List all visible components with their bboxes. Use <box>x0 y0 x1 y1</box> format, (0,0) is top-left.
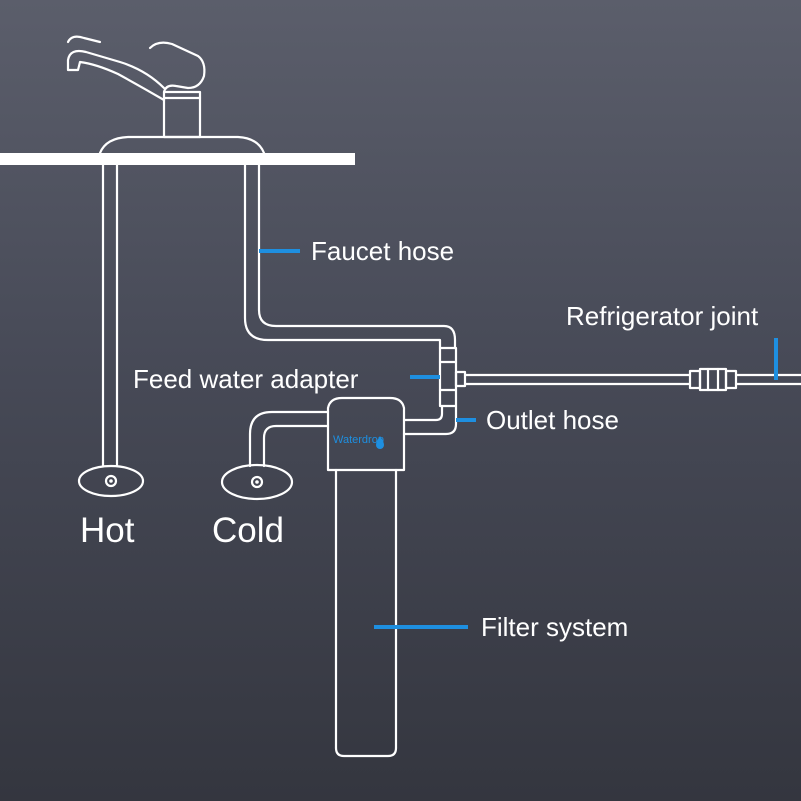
cold-valve-icon <box>220 463 294 501</box>
water-drop-icon <box>376 436 384 449</box>
hot-label: Hot <box>80 511 135 550</box>
faucet-icon <box>66 35 266 155</box>
filter-system-label: Filter system <box>481 612 628 642</box>
faucet-hose <box>243 163 457 350</box>
outlet-hose <box>402 404 458 436</box>
feed-water-adapter <box>438 346 467 408</box>
countertop <box>0 153 355 165</box>
hot-supply-line <box>101 163 119 468</box>
filter-system <box>326 396 406 758</box>
faucet-hose-label: Faucet hose <box>311 236 454 266</box>
refrigerator-line <box>463 367 801 392</box>
hot-valve-icon <box>77 464 145 498</box>
refrigerator-joint-label: Refrigerator joint <box>566 301 759 331</box>
outlet-hose-label: Outlet hose <box>486 405 619 435</box>
cold-supply-line <box>248 410 330 468</box>
cold-label: Cold <box>212 511 284 550</box>
feed-water-adapter-label: Feed water adapter <box>133 364 359 394</box>
filter-brand: Waterdrop <box>333 434 384 446</box>
